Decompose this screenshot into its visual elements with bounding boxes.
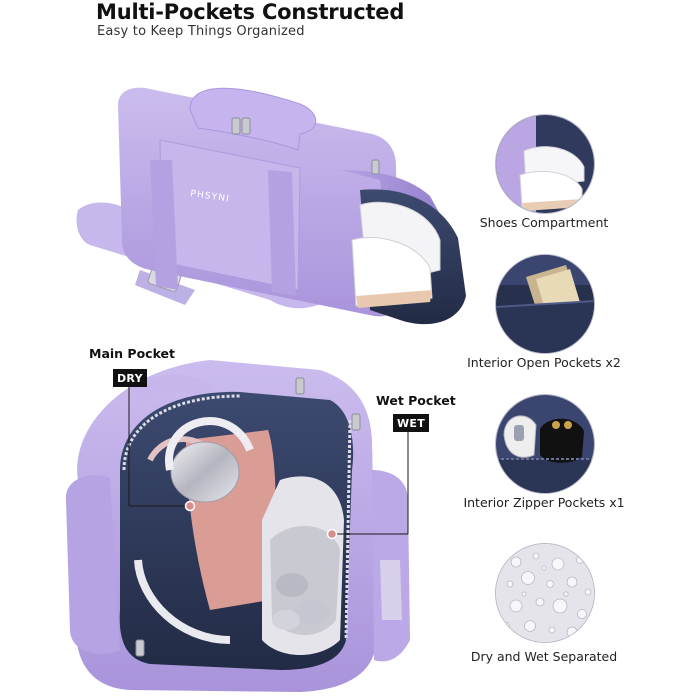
feature-label-zipper-pockets: Interior Zipper Pockets x1 <box>463 495 625 510</box>
page-title: Multi-Pockets Constructed <box>96 0 405 24</box>
feature-label-open-pockets: Interior Open Pockets x2 <box>467 355 621 370</box>
shoes-compartment-icon <box>495 114 595 214</box>
top-bag: PHSYNI <box>76 87 466 325</box>
feature-label-shoes: Shoes Compartment <box>479 215 609 230</box>
callout-lines <box>128 386 409 540</box>
zipper-pocket-icon <box>495 394 595 494</box>
open-bag <box>65 360 410 692</box>
water-droplets-icon <box>495 543 595 643</box>
feature-label-dry-wet: Dry and Wet Separated <box>470 649 618 664</box>
wet-pocket-title: Wet Pocket <box>376 393 456 408</box>
wet-pocket-marker <box>326 528 338 540</box>
dry-tag: DRY <box>113 369 147 387</box>
main-pocket-title: Main Pocket <box>89 346 175 361</box>
main-pocket-marker <box>184 500 196 512</box>
open-pockets-icon <box>495 254 595 354</box>
wet-tag: WET <box>393 414 430 432</box>
page-subtitle: Easy to Keep Things Organized <box>97 24 305 39</box>
